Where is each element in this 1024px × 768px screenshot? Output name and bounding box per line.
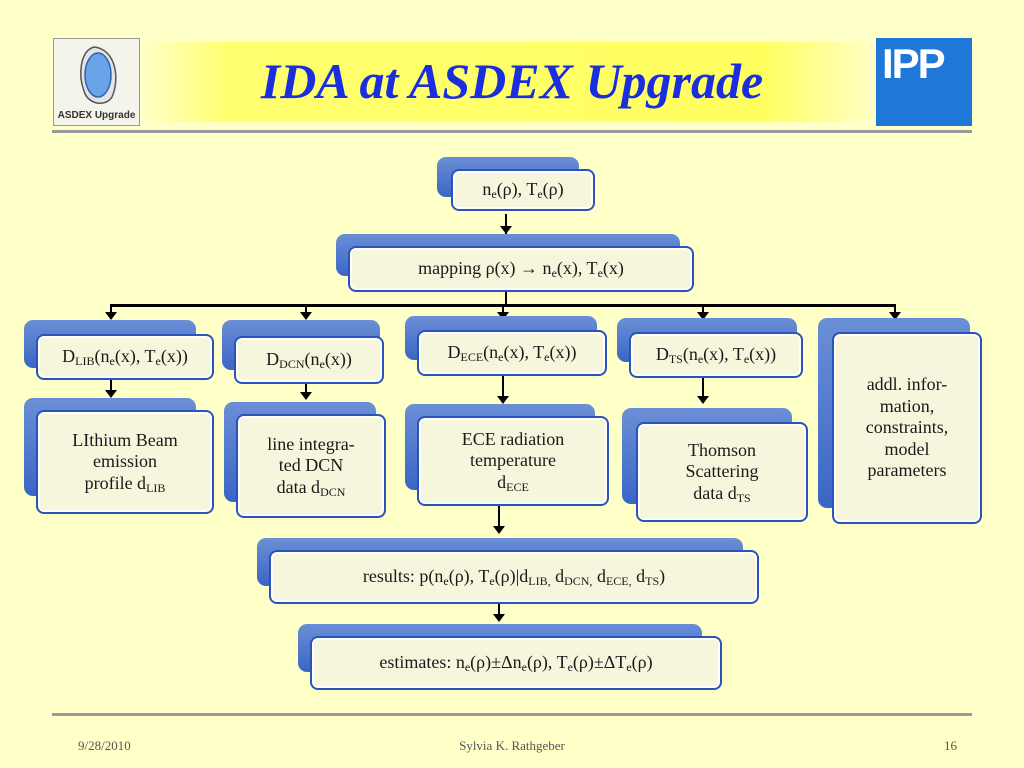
node-d-ece: DECE(ne(x), Te(x)) bbox=[405, 316, 607, 376]
node-d-ts-label: DTS(ne(x), Te(x)) bbox=[655, 344, 777, 367]
node-mapping: mapping ρ(x) → ne(x), Te(x) bbox=[336, 234, 694, 292]
node-d-ece-label: DECE(ne(x), Te(x)) bbox=[447, 342, 577, 365]
connector bbox=[498, 604, 500, 620]
connector bbox=[505, 292, 507, 306]
ipp-logo-text: IPP bbox=[882, 40, 946, 87]
ipp-logo: IPP bbox=[876, 38, 972, 126]
footer-page-number: 16 bbox=[944, 738, 957, 753]
footer-author: Sylvia K. Rathgeber bbox=[459, 738, 565, 753]
slide-title: IDA at ASDEX Upgrade bbox=[260, 53, 764, 109]
connector bbox=[702, 304, 704, 318]
header-rule bbox=[52, 130, 972, 133]
tokamak-cross-section-icon bbox=[80, 46, 117, 104]
connector bbox=[305, 384, 307, 398]
asdex-logo: ASDEX Upgrade bbox=[53, 38, 140, 126]
connector bbox=[110, 380, 112, 396]
node-d-lib: DLIB(ne(x), Te(x)) bbox=[24, 320, 214, 380]
node-profiles: ne(ρ), Te(ρ) bbox=[437, 157, 595, 213]
node-results: results: p(ne(ρ), Te(ρ)|dLIB, dDCN, dECE… bbox=[257, 538, 759, 604]
connector bbox=[305, 304, 307, 318]
node-d-dcn: DDCN(ne(x)) bbox=[222, 320, 384, 384]
node-mapping-label: mapping ρ(x) → ne(x), Te(x) bbox=[418, 258, 624, 281]
connector bbox=[110, 304, 112, 318]
connector bbox=[502, 376, 504, 402]
footer-date: 9/28/2010 bbox=[78, 738, 131, 753]
asdex-logo-text: ASDEX Upgrade bbox=[57, 110, 136, 121]
node-d-ts: DTS(ne(x), Te(x)) bbox=[617, 318, 803, 378]
footer-rule bbox=[52, 713, 972, 716]
title-band bbox=[140, 42, 875, 122]
connector bbox=[894, 304, 896, 318]
node-profiles-label: ne(ρ), Te(ρ) bbox=[482, 179, 564, 202]
node-estimates-label: estimates: ne(ρ)±Δne(ρ), Te(ρ)±ΔTe(ρ) bbox=[379, 652, 653, 675]
connector bbox=[498, 506, 500, 532]
node-results-label: results: p(ne(ρ), Te(ρ)|dLIB, dDCN, dECE… bbox=[362, 566, 666, 589]
node-d-dcn-label: DDCN(ne(x)) bbox=[266, 349, 352, 372]
connector bbox=[502, 304, 504, 318]
node-d-lib-label: DLIB(ne(x), Te(x)) bbox=[62, 346, 188, 369]
connector bbox=[505, 214, 507, 234]
node-estimates: estimates: ne(ρ)±Δne(ρ), Te(ρ)±ΔTe(ρ) bbox=[298, 624, 722, 690]
connector bbox=[702, 378, 704, 398]
